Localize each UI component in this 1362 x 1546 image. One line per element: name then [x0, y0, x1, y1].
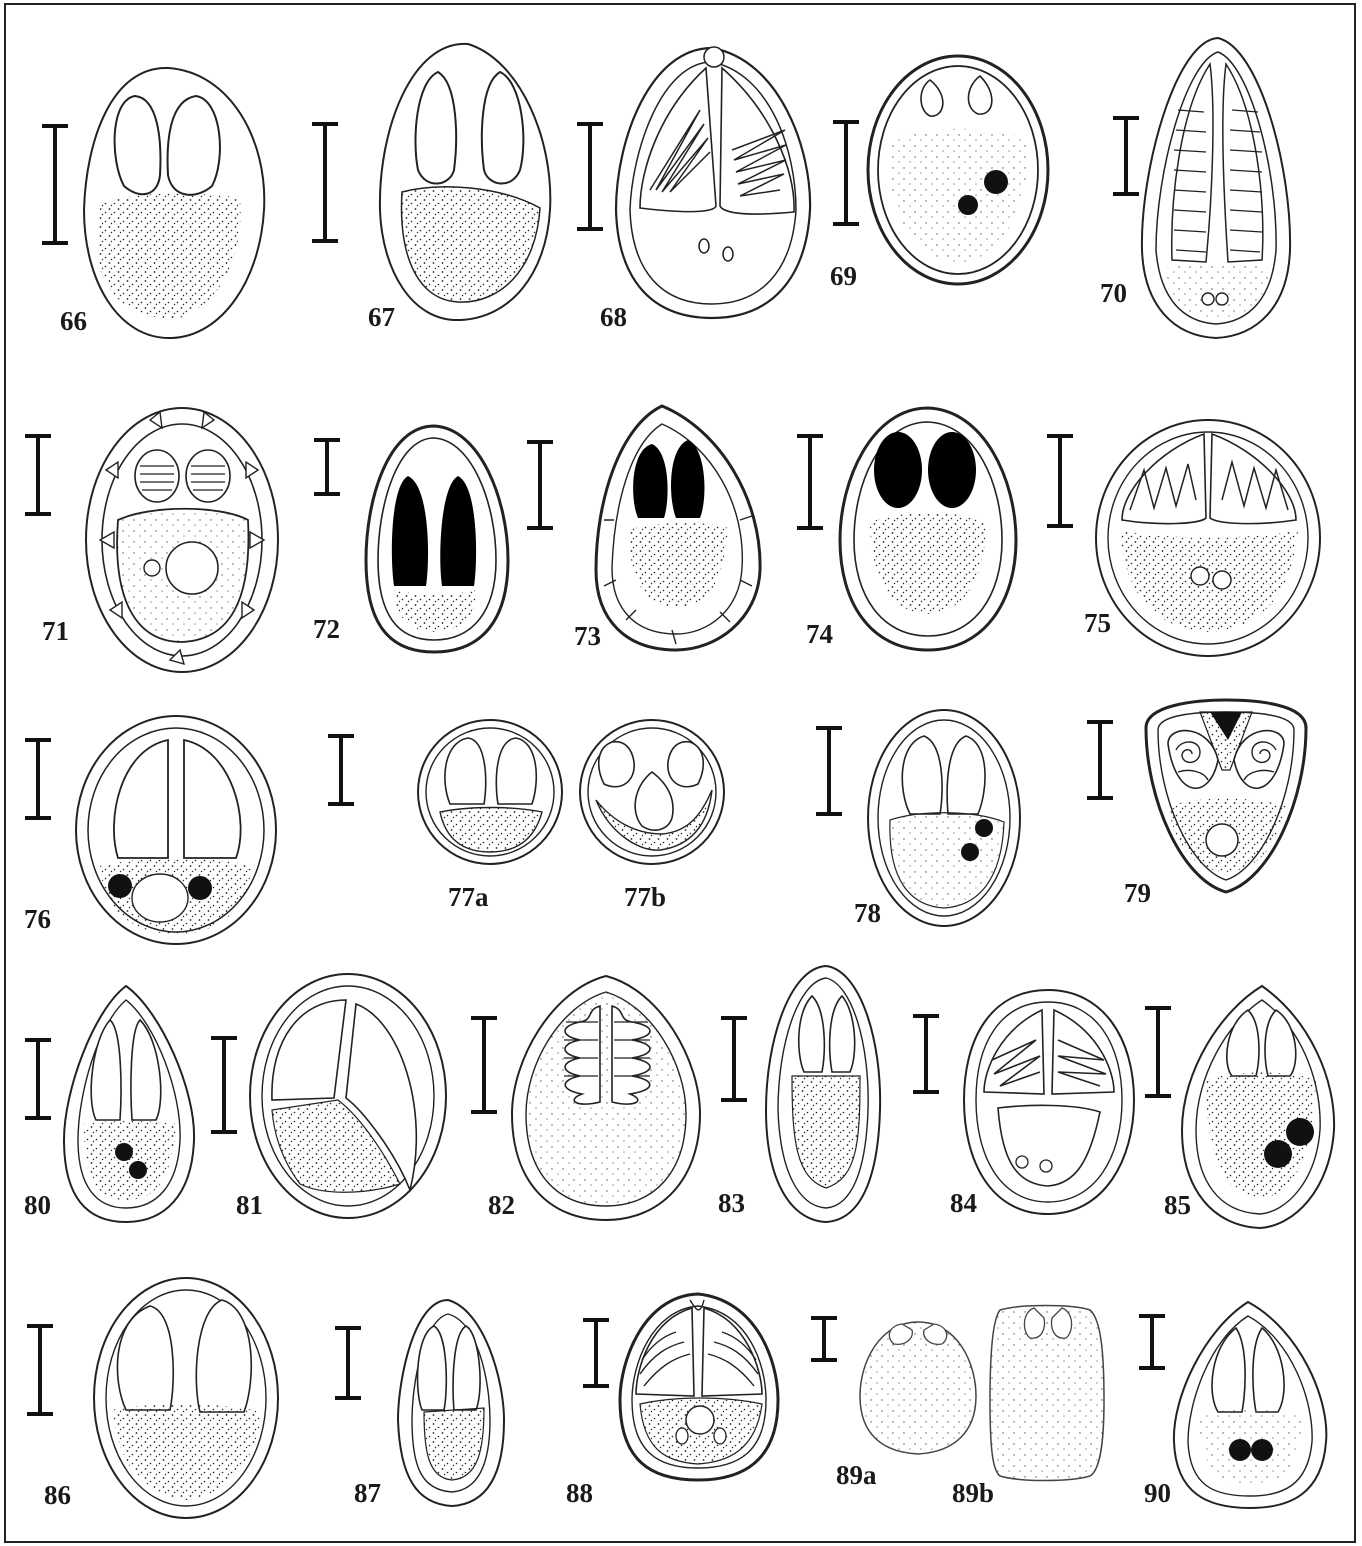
figure-label: 66 — [60, 306, 87, 336]
figure-label: 89b — [952, 1478, 994, 1508]
figure-69 — [833, 56, 1048, 284]
figure-label: 76 — [24, 904, 51, 934]
figure-79 — [1087, 700, 1306, 892]
figure-label: 89a — [836, 1460, 877, 1490]
figure-82 — [471, 976, 700, 1220]
figure-label: 72 — [313, 614, 340, 644]
figure-67 — [312, 44, 550, 320]
figure-label: 80 — [24, 1190, 51, 1220]
figure-74 — [797, 408, 1016, 650]
figure-label: 77b — [624, 882, 666, 912]
figure-label: 70 — [1100, 278, 1127, 308]
figure-label: 88 — [566, 1478, 593, 1508]
figure-label: 75 — [1084, 608, 1111, 638]
figure-label: 86 — [44, 1480, 71, 1510]
figure-88 — [583, 1294, 778, 1480]
figure-label: 78 — [854, 898, 881, 928]
figure-label: 81 — [236, 1190, 263, 1220]
figure-83 — [721, 966, 880, 1222]
figure-label: 79 — [1124, 878, 1151, 908]
figure-label: 73 — [574, 621, 601, 651]
figure-label: 68 — [600, 302, 627, 332]
figure-label: 69 — [830, 261, 857, 291]
figure-68 — [577, 47, 810, 318]
figure-73 — [527, 406, 760, 650]
figure-label: 71 — [42, 616, 69, 646]
figure-70 — [1113, 38, 1290, 338]
figure-label: 90 — [1144, 1478, 1171, 1508]
figure-label: 84 — [950, 1188, 977, 1218]
figure-label: 77a — [448, 882, 489, 912]
figure-87 — [335, 1300, 504, 1506]
figure-label: 83 — [718, 1188, 745, 1218]
figure-label: 67 — [368, 302, 395, 332]
figure-label: 74 — [806, 619, 833, 649]
figure-76 — [25, 716, 276, 944]
figure-84 — [913, 990, 1134, 1214]
figure-72 — [314, 426, 508, 652]
figure-78 — [816, 710, 1020, 926]
figure-label: 85 — [1164, 1190, 1191, 1220]
figure-66 — [42, 68, 264, 338]
figure-80 — [25, 986, 194, 1222]
figure-81 — [211, 974, 446, 1218]
figure-label: 82 — [488, 1190, 515, 1220]
figure-label: 87 — [354, 1478, 381, 1508]
figure-89 — [811, 1306, 1104, 1481]
figure-77 — [328, 720, 724, 864]
